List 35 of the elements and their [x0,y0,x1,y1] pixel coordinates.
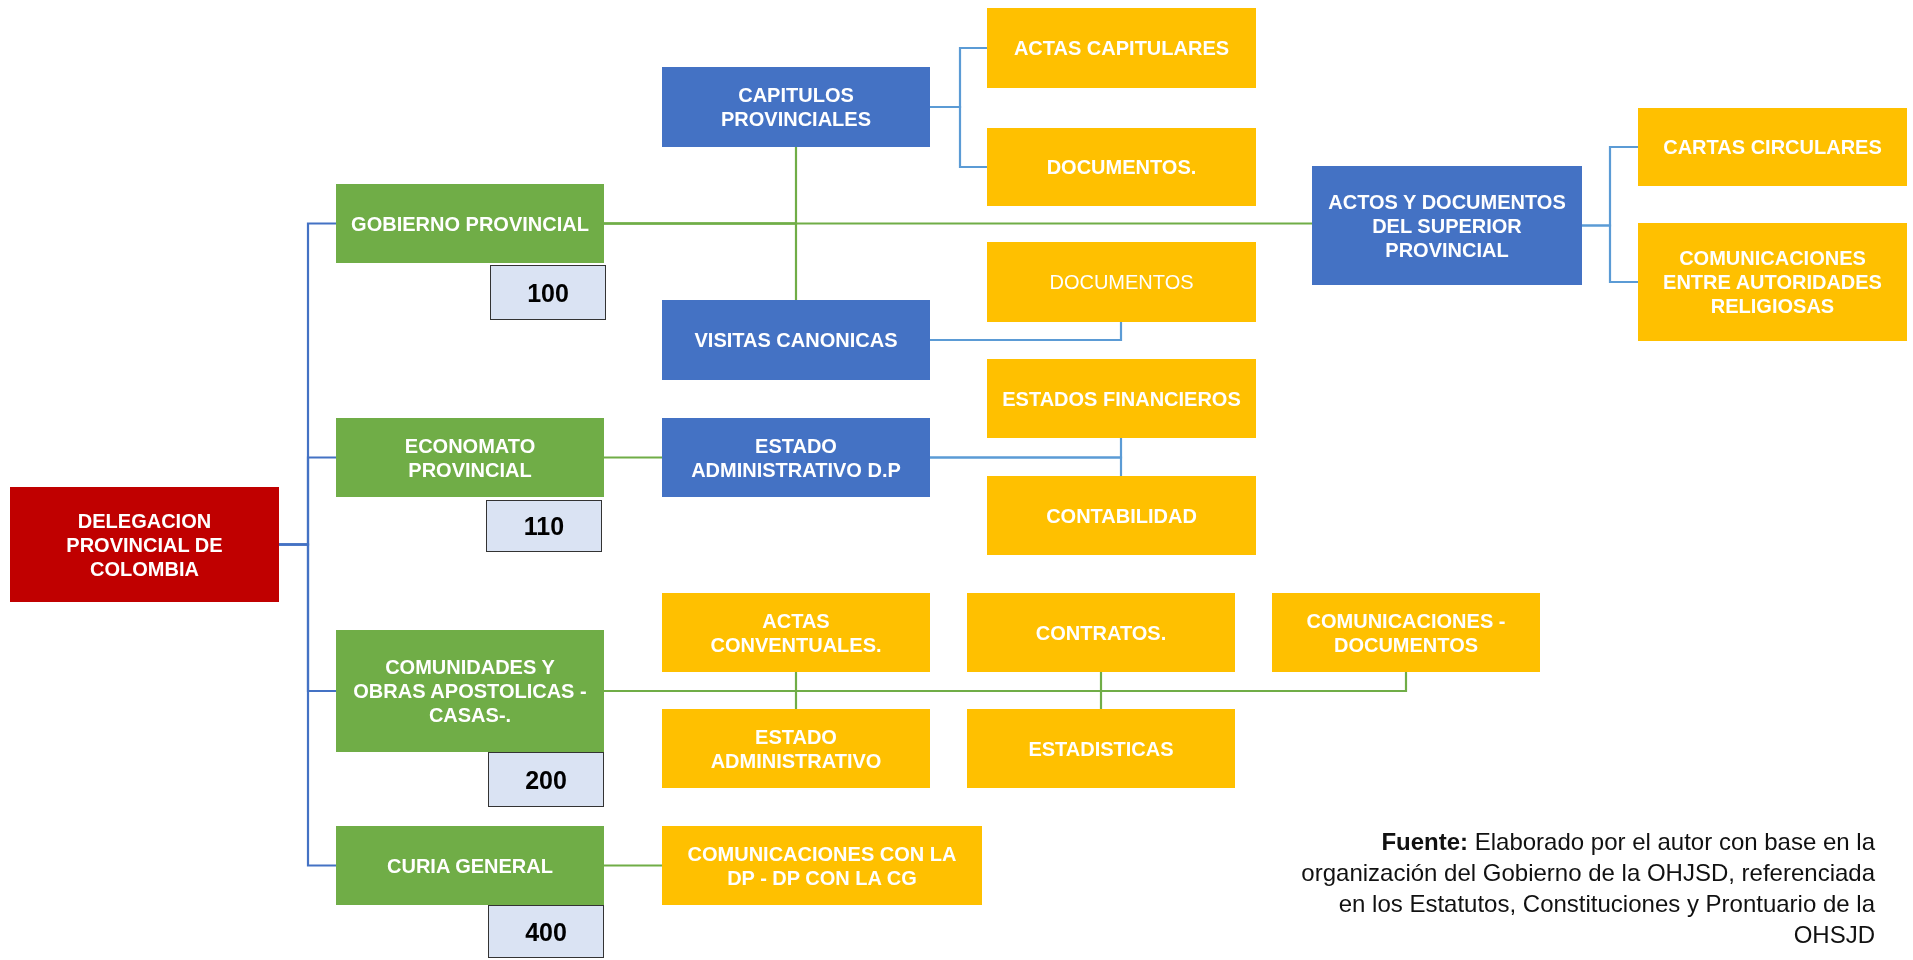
subseries-box: COMUNICACIONES - DOCUMENTOS [1272,593,1540,672]
section-box: CURIA GENERAL [336,826,604,905]
connector-line [279,543,336,867]
subseries-box: ESTADISTICAS [967,709,1235,788]
connector-line [1582,224,1638,284]
subseries-box: ACTAS CAPITULARES [987,8,1256,88]
organization-box: DELEGACION PROVINCIAL DE COLOMBIA [10,487,279,602]
connector-line [930,456,1123,476]
code-box: 400 [488,905,604,958]
subseries-box: ESTADOS FINANCIEROS [987,359,1256,438]
series-box: VISITAS CANONICAS [662,300,930,380]
section-box: ECONOMATO PROVINCIAL [336,418,604,497]
code-box: 200 [488,752,604,807]
series-box: CAPITULOS PROVINCIALES [662,67,930,147]
connector-line [604,456,662,459]
subseries-box: CARTAS CIRCULARES [1638,108,1907,186]
subseries-box: ESTADO ADMINISTRATIVO [662,709,930,788]
source-note: Fuente: Elaborado por el autor con base en la organización del Gobierno de la OHJSD, referenciada en los Estatutos, Constituciones y Prontuario de la OHSJD [1300,827,1875,950]
section-box: COMUNIDADES Y OBRAS APOSTOLICAS -CASAS-. [336,630,604,752]
connector-line [930,322,1123,342]
subseries-box: COMUNICACIONES CON LA DP - DP CON LA CG [662,826,982,905]
series-box: ESTADO ADMINISTRATIVO D.P [662,418,930,497]
section-box: GOBIERNO PROVINCIAL [336,184,604,263]
subseries-box: DOCUMENTOS. [987,128,1256,206]
subseries-box: CONTRATOS. [967,593,1235,672]
subseries-box: DOCUMENTOS [987,242,1256,322]
connector-line [604,864,662,867]
subseries-box: CONTABILIDAD [987,476,1256,555]
code-box: 100 [490,265,606,320]
subseries-box: ACTAS CONVENTUALES. [662,593,930,672]
series-box: ACTOS Y DOCUMENTOS DEL SUPERIOR PROVINCIAL [1312,166,1582,285]
code-box: 110 [486,500,602,552]
connector-line [930,105,987,169]
subseries-box: COMUNICACIONES ENTRE AUTORIDADES RELIGIOSAS [1638,223,1907,341]
connector-line [604,222,1312,225]
